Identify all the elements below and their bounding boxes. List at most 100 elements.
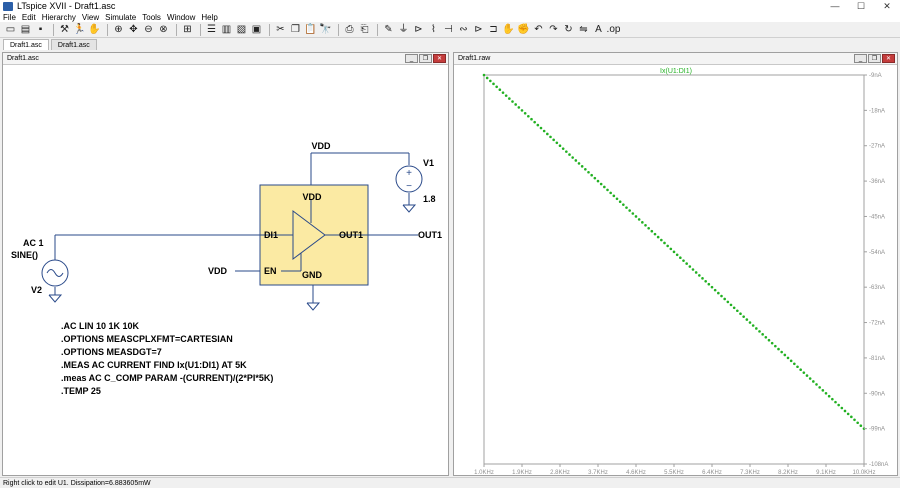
- trace-point: [717, 291, 720, 295]
- toolbar-divider: [338, 23, 339, 36]
- trace-point: [637, 218, 641, 221]
- cascade-icon[interactable]: ▧: [236, 23, 247, 35]
- directive-line[interactable]: .AC LIN 10 1K 10K: [61, 321, 140, 331]
- y-tick-label: -81nA: [869, 356, 885, 362]
- zoom-fit-icon[interactable]: ⊗: [159, 23, 168, 35]
- cut-icon[interactable]: ✂: [276, 23, 285, 35]
- pane-minimize-icon[interactable]: _: [854, 54, 867, 63]
- label-net-icon[interactable]: ⊳: [414, 23, 423, 35]
- directive-line[interactable]: .TEMP 25: [61, 386, 101, 396]
- capacitor-icon[interactable]: ⊣: [444, 23, 453, 35]
- menu-file[interactable]: File: [3, 12, 16, 22]
- net-label-out1[interactable]: OUT1: [418, 230, 442, 240]
- plot-area[interactable]: [483, 74, 865, 465]
- spice-directives[interactable]: .AC LIN 10 1K 10K .OPTIONS MEASCPLXFMT=C…: [61, 321, 273, 396]
- trace-point: [843, 409, 847, 413]
- pane-close-icon[interactable]: ✕: [882, 54, 895, 63]
- autorange-icon[interactable]: ⊞: [183, 23, 192, 35]
- waveform-pane-controls: _ ❐ ✕: [853, 54, 895, 63]
- trace-point: [590, 173, 593, 177]
- ground-icon[interactable]: ⏚: [398, 23, 409, 35]
- tab-schematic[interactable]: Draft1.asc: [3, 39, 49, 50]
- component-icon[interactable]: ⊐: [489, 23, 498, 35]
- directive-line[interactable]: .OPTIONS MEASDGT=7: [61, 347, 162, 357]
- paste-icon[interactable]: 📋: [304, 23, 317, 35]
- net-label-vdd-top[interactable]: VDD: [311, 141, 331, 151]
- zoom-out-icon[interactable]: ⊖: [144, 23, 153, 35]
- toolbar-divider: [107, 23, 108, 36]
- menu-edit[interactable]: Edit: [21, 12, 36, 22]
- save-icon[interactable]: ▪: [38, 23, 43, 35]
- resistor-icon[interactable]: ⌇: [431, 23, 436, 35]
- text-icon[interactable]: A: [595, 23, 602, 35]
- trace-point: [599, 182, 603, 186]
- v2-value-ac[interactable]: AC 1: [23, 238, 44, 248]
- minimize-icon[interactable]: —: [830, 1, 840, 11]
- window-controls: — ☐ ✕: [822, 0, 900, 12]
- zoom-in-icon[interactable]: ⊕: [114, 23, 123, 35]
- trace-point: [748, 321, 752, 324]
- open-icon[interactable]: ▤: [20, 23, 31, 35]
- trace-point: [704, 279, 707, 283]
- close-icon[interactable]: ✕: [883, 0, 891, 11]
- pane-minimize-icon[interactable]: _: [405, 54, 418, 63]
- control-panel-icon[interactable]: ⚒: [60, 23, 69, 35]
- find-icon[interactable]: 🔭: [319, 23, 332, 35]
- maximize-icon[interactable]: ☐: [856, 0, 866, 11]
- pane-restore-icon[interactable]: ❐: [419, 54, 432, 63]
- tile-horizontal-icon[interactable]: ☰: [207, 23, 216, 35]
- trace-point: [536, 123, 540, 127]
- menu-hierarchy[interactable]: Hierarchy: [41, 12, 76, 22]
- mirror-icon[interactable]: ⇋: [579, 23, 588, 35]
- undo-icon[interactable]: ↶: [534, 23, 543, 35]
- new-schematic-icon[interactable]: ▭: [5, 23, 16, 35]
- trace-label[interactable]: Ix(U1:DI1): [660, 68, 692, 75]
- pin-label-out1: OUT1: [339, 230, 363, 240]
- trace-point: [606, 188, 609, 192]
- copy-icon[interactable]: ❐: [291, 23, 300, 35]
- tab-waveform[interactable]: Draft1.asc: [50, 39, 97, 50]
- v1-name-label[interactable]: V1: [423, 158, 434, 168]
- v2-value-sine[interactable]: SINE(): [11, 250, 38, 260]
- menu-help[interactable]: Help: [201, 12, 218, 22]
- v1-value-label[interactable]: 1.8: [423, 194, 436, 204]
- trace-point: [824, 391, 828, 395]
- pan-icon[interactable]: ✥: [129, 23, 138, 35]
- pane-restore-icon[interactable]: ❐: [868, 54, 881, 63]
- directive-line[interactable]: .OPTIONS MEASCPLXFMT=CARTESIAN: [61, 334, 233, 344]
- spice-directive-icon[interactable]: .op: [606, 23, 621, 35]
- draw-wire-icon[interactable]: ✎: [384, 23, 393, 35]
- tile-vertical-icon[interactable]: ▥: [221, 23, 232, 35]
- print-icon[interactable]: ⎙: [345, 23, 354, 35]
- toolbar-divider: [176, 23, 177, 36]
- net-label-vdd-in[interactable]: VDD: [208, 266, 228, 276]
- trace-point: [770, 341, 774, 345]
- v2-name-label[interactable]: V2: [31, 285, 42, 295]
- trace-point: [666, 244, 669, 248]
- trace-point: [729, 303, 733, 307]
- trace-point: [495, 85, 498, 89]
- inductor-icon[interactable]: ∾: [459, 23, 468, 35]
- trace-point: [834, 400, 837, 404]
- trace-point: [625, 206, 628, 209]
- v2-source[interactable]: [41, 259, 69, 287]
- v1-source[interactable]: + −: [395, 165, 423, 193]
- schematic-canvas[interactable]: VDD DI1 EN OUT1 GND VDD VDD OUT1 + − V1 …: [3, 65, 448, 475]
- menu-view[interactable]: View: [81, 12, 100, 22]
- diode-icon[interactable]: ⊳: [474, 23, 483, 35]
- close-window-icon[interactable]: ▣: [251, 23, 262, 35]
- pane-close-icon[interactable]: ✕: [433, 54, 446, 63]
- run-icon[interactable]: 🏃: [73, 23, 86, 35]
- print-preview-icon[interactable]: ⎗: [360, 23, 369, 35]
- halt-icon[interactable]: ✋: [88, 23, 101, 35]
- directive-line[interactable]: .MEAS AC CURRENT FIND Ix(U1:DI1) AT 5K: [61, 360, 247, 370]
- menu-simulate[interactable]: Simulate: [105, 12, 137, 22]
- rotate-icon[interactable]: ↻: [564, 23, 573, 35]
- redo-icon[interactable]: ↷: [549, 23, 558, 35]
- menu-tools[interactable]: Tools: [142, 12, 161, 22]
- drag-icon[interactable]: ✊: [517, 23, 530, 35]
- move-icon[interactable]: ✋: [502, 23, 515, 35]
- menu-window[interactable]: Window: [166, 12, 196, 22]
- directive-line[interactable]: .meas AC C_COMP PARAM -(CURRENT)/(2*PI*5…: [61, 373, 273, 383]
